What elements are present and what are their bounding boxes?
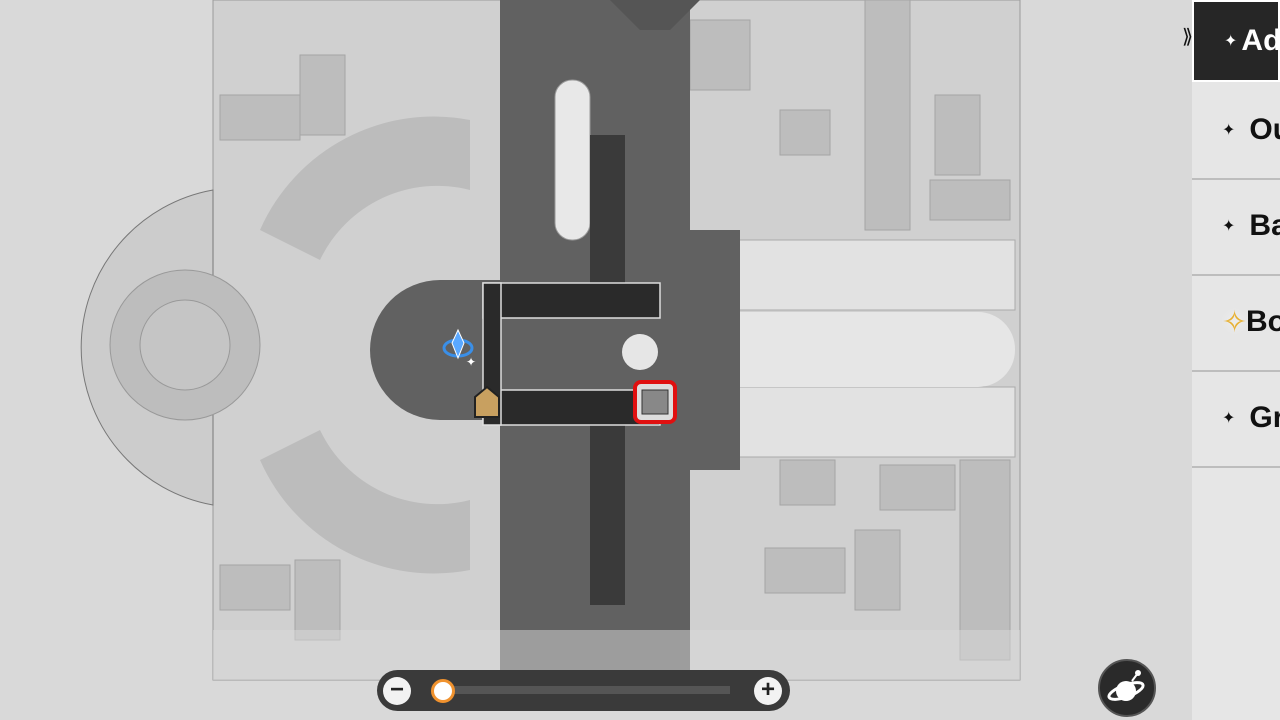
planet-navigation-button[interactable]: [1098, 659, 1156, 717]
star-icon: ✦: [1224, 33, 1238, 50]
zoom-slider[interactable]: − +: [377, 670, 790, 711]
space-anchor-icon[interactable]: ✦: [442, 328, 476, 369]
zoom-handle[interactable]: [431, 679, 455, 703]
star-icon: ✦: [1222, 218, 1236, 235]
sidebar-item-label: Ba: [1249, 209, 1280, 242]
sidebar: ✦ Ad ✦ Ou ✦ Ba ✧ Bo ✦ Gr: [1192, 0, 1280, 720]
zoom-track[interactable]: [435, 686, 730, 694]
vending-machine-icon[interactable]: [633, 380, 677, 424]
star-icon: ✦: [1222, 410, 1236, 427]
sidebar-item-label: Bo: [1246, 305, 1280, 338]
sidebar-item-3[interactable]: ✧ Bo: [1192, 274, 1280, 372]
selection-pointer-icon: ⟫: [1182, 26, 1194, 48]
map-canvas[interactable]: ✦: [0, 0, 1192, 720]
tracked-quest-icon: ✧: [1222, 305, 1248, 339]
planet-icon: [1107, 670, 1145, 701]
sidebar-item-label: Gr: [1249, 401, 1280, 434]
sidebar-item-1[interactable]: ✦ Ou: [1192, 82, 1280, 180]
star-icon: ✦: [1222, 122, 1236, 139]
bag-merchant-icon[interactable]: [474, 385, 500, 418]
sidebar-item-label: Ou: [1249, 113, 1280, 146]
sidebar-item-label: Ad: [1241, 24, 1280, 57]
zoom-in-button[interactable]: +: [754, 677, 782, 705]
sidebar-item-4[interactable]: ✦ Gr: [1192, 370, 1280, 468]
zoom-out-button[interactable]: −: [383, 677, 411, 705]
sidebar-item-2[interactable]: ✦ Ba: [1192, 178, 1280, 276]
svg-text:✦: ✦: [466, 355, 476, 369]
sidebar-item-0[interactable]: ✦ Ad: [1192, 0, 1280, 82]
